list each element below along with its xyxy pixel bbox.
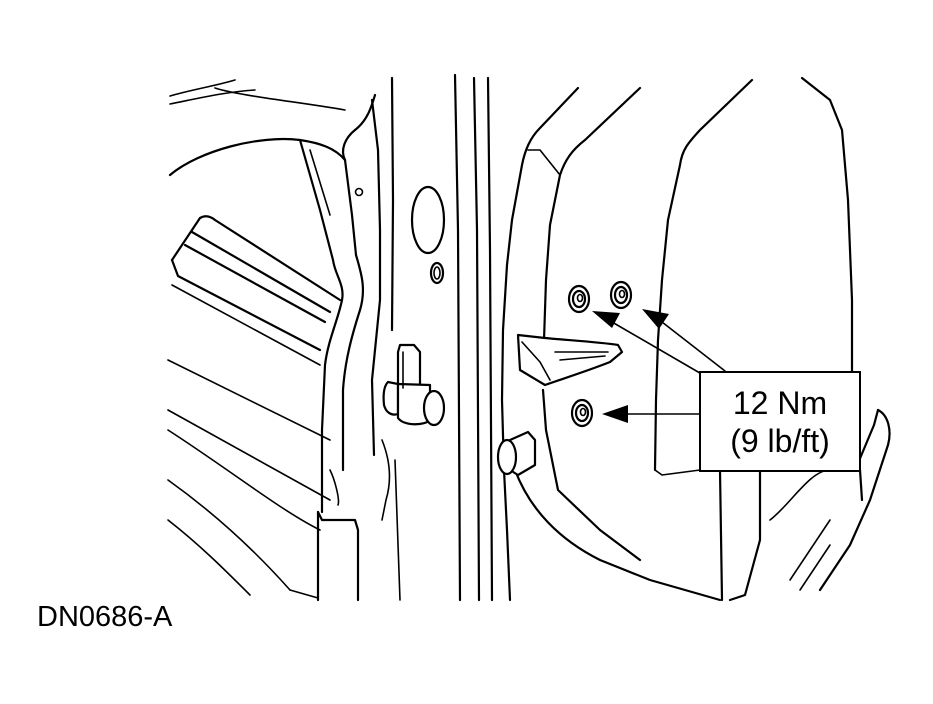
figure-id: DN0686-A [37,601,173,633]
torque-metric: 12 Nm [732,384,828,421]
bolt-lower [570,398,594,428]
striker-bolts [567,280,633,428]
pillar-holes [410,185,446,285]
pillar-trim [289,228,382,602]
bolt-upper-right [609,280,633,310]
door-inner-panel [653,76,891,602]
latch-striker [382,343,446,427]
door-bumper [496,430,537,477]
torque-imperial: (9 lb/ft) [730,422,830,459]
body-trim-lines [168,79,382,262]
leader-arrow-upper-left [592,311,706,377]
callout-leaders [592,309,726,423]
seat-cushion [167,215,342,596]
door-latch-lever [516,333,624,387]
leader-arrow-upper-right [642,309,726,372]
door-edge [500,86,722,602]
door-jamb-pillar [381,73,494,602]
torque-callout: 12 Nm (9 lb/ft) [699,371,861,472]
leader-arrow-lower [602,405,700,423]
bolt-upper-left [567,284,591,314]
